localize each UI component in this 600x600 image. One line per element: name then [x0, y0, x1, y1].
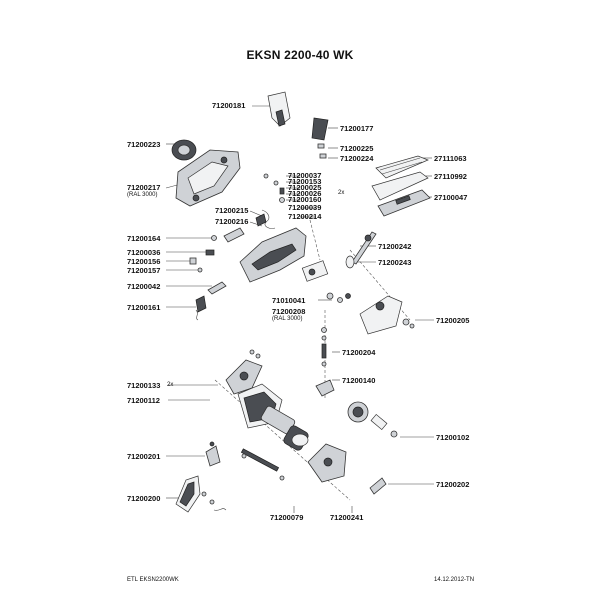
- label-71200164: 71200164: [127, 234, 161, 243]
- label-71200243: 71200243: [378, 258, 412, 267]
- part-71200201-switch: [205, 441, 221, 467]
- part-71200205-sprocket-cover: [359, 295, 415, 335]
- footer-document-code: ETL EKSN2200WK: [127, 577, 179, 583]
- label-71200177: 71200177: [340, 124, 374, 133]
- label-27111063: 27111063: [434, 154, 467, 163]
- label-71200161: 71200161: [127, 303, 161, 312]
- label-71200224: 71200224: [340, 154, 374, 163]
- part-71200242-tensioner-shaft: [351, 231, 377, 265]
- label-71200042: 71200042: [127, 282, 161, 291]
- label-71200214: 71200214: [288, 212, 322, 221]
- label-71200225: 71200225: [340, 144, 374, 153]
- label-71200181: 71200181: [212, 101, 246, 110]
- leader-lines: [165, 105, 434, 513]
- part-71200217-housing-half: [175, 149, 241, 207]
- label-71200205: 71200205: [436, 316, 470, 325]
- label-71200102: 71200102: [436, 433, 470, 442]
- label-71200133-qty: 2x: [167, 382, 174, 388]
- motor-armature-and-field: [260, 405, 309, 451]
- footer-date-revision: 14.12.2012-TN: [434, 577, 475, 583]
- label-71200204: 71200204: [342, 348, 376, 357]
- part-71200202-clip: [369, 477, 387, 495]
- label-71200157: 71200157: [127, 266, 161, 275]
- label-71200140: 71200140: [342, 376, 376, 385]
- part-71200243-spring: [345, 255, 355, 269]
- label-71200242: 71200242: [378, 242, 412, 251]
- part-27111063-chain: [375, 155, 429, 179]
- label-71200217: 71200217: [127, 183, 161, 192]
- label-71200160: 71200160: [288, 195, 322, 204]
- label-71200037: 71200037: [288, 171, 322, 180]
- part-71010041-nut-set: [326, 292, 351, 303]
- label-71200215: 71200215: [215, 206, 249, 215]
- part-71200223-motor-cover: [171, 139, 197, 161]
- small-hardware-cluster-middle: [189, 235, 227, 321]
- part-71200102-gear-assembly: [347, 401, 398, 438]
- label-71200112: 71200112: [127, 396, 160, 405]
- label-71200208: 71200208: [272, 307, 306, 316]
- diagram-title: EKSN 2200-40 WK: [246, 48, 354, 62]
- label-71200156: 71200156: [127, 257, 161, 266]
- label-27110992: 27110992: [434, 172, 467, 181]
- part-71200200-rear-handle: [175, 475, 227, 513]
- label-71200201: 71200201: [127, 452, 161, 461]
- label-71200153: 71200153: [288, 177, 322, 186]
- label-71200223: 71200223: [127, 140, 161, 149]
- label-71200039: 71200039: [288, 203, 322, 212]
- label-71200025: 71200025: [288, 183, 322, 192]
- part-27110992-chain-loop: [371, 171, 429, 201]
- label-71200241: 71200241: [330, 513, 364, 522]
- label-71200217-note: (RAL 3000): [127, 192, 158, 198]
- label-71200133: 71200133: [127, 381, 161, 390]
- part-27100047-guide-bar: [377, 189, 431, 217]
- part-71200216-switch-lever: [223, 227, 245, 243]
- label-71200079: 71200079: [270, 513, 304, 522]
- part-71200140-brake-lever: [315, 379, 335, 397]
- part-71200181-handle-grip: [267, 91, 291, 127]
- label-71200200: 71200200: [127, 494, 161, 503]
- label-71200026: 71200026: [288, 189, 322, 198]
- label-71200208-note: (RAL 3000): [272, 316, 303, 322]
- label-71200026-qty: 2x: [338, 190, 345, 196]
- part-71200204-pin-stack: [321, 327, 327, 367]
- part-71200208-main-housing: [239, 227, 329, 283]
- label-27100047: 27100047: [434, 193, 468, 202]
- part-71200241-gear-housing: [307, 443, 347, 483]
- label-71200036: 71200036: [127, 248, 161, 257]
- label-71200216: 71200216: [215, 217, 249, 226]
- small-hardware-cluster-upper: [255, 173, 285, 229]
- label-71200202: 71200202: [436, 480, 470, 489]
- part-71200177-oil-cap: [311, 117, 329, 159]
- part-71200133-screw-set: [225, 349, 263, 395]
- part-71200079-shaft-parts: [240, 448, 285, 481]
- label-71010041: 71010041: [272, 296, 306, 305]
